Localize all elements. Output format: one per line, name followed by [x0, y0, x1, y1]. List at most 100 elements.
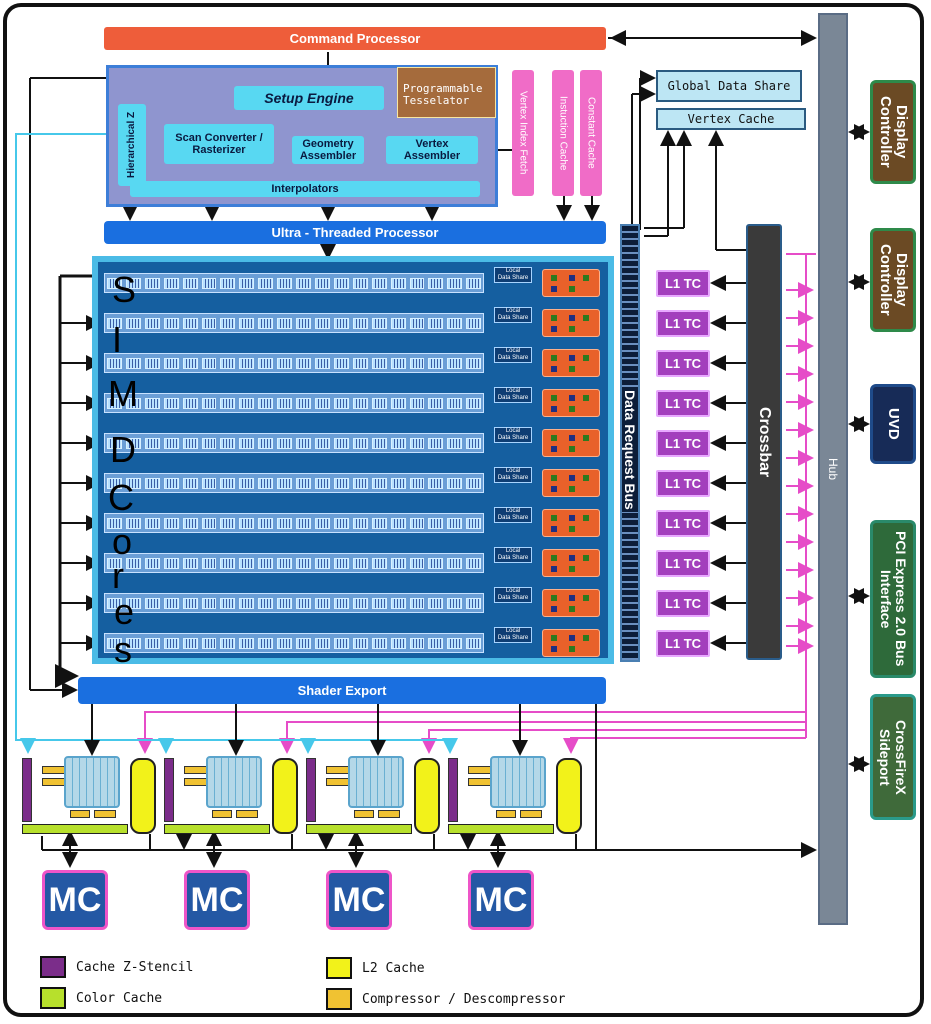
- stream-core: [107, 477, 122, 489]
- texture-unit-block: [551, 486, 557, 492]
- l2-cache: [414, 758, 440, 834]
- texture-unit-block: [569, 275, 575, 281]
- stream-core: [447, 397, 463, 409]
- stream-core: [447, 277, 463, 289]
- geometry-assembler-label: Geometry Assembler: [299, 138, 357, 162]
- compressor: [212, 810, 232, 818]
- stream-core: [371, 557, 387, 569]
- stream-core: [409, 277, 425, 289]
- vertex-index-fetch: Vertex Index Fetch: [512, 70, 534, 196]
- l1-texture-cache: L1 TC: [656, 510, 710, 537]
- scan-converter-label: Scan Converter / Rasterizer: [175, 132, 263, 156]
- texture-unit-block: [569, 326, 575, 332]
- legend-z-stencil-swatch: [40, 956, 66, 978]
- stream-core: [390, 557, 406, 569]
- stream-core: [277, 477, 293, 489]
- texture-unit-block: [551, 555, 557, 561]
- stream-core: [314, 397, 330, 409]
- stream-core: [466, 637, 482, 649]
- stream-core: [371, 597, 387, 609]
- stream-core: [220, 317, 236, 329]
- stream-core: [390, 597, 406, 609]
- texture-unit-block: [569, 355, 575, 361]
- stream-core: [125, 557, 141, 569]
- stream-core: [125, 517, 141, 529]
- local-data-share: Local Data Share: [494, 307, 532, 323]
- simd-row: [104, 273, 484, 293]
- l1-texture-cache: L1 TC: [656, 350, 710, 377]
- local-data-share: Local Data Share: [494, 507, 532, 523]
- texture-unit-block: [551, 446, 557, 452]
- stream-core: [409, 437, 425, 449]
- command-processor-label: Command Processor: [289, 31, 421, 46]
- data-request-bus: Data Request Bus: [620, 360, 640, 540]
- simd-letter: r: [112, 555, 124, 596]
- color-cache: [306, 824, 412, 834]
- stream-core: [220, 397, 236, 409]
- render-backend: [348, 756, 404, 808]
- texture-unit-block: [569, 286, 575, 292]
- l2-cache: [130, 758, 156, 834]
- stream-core: [371, 397, 387, 409]
- stream-core: [371, 637, 387, 649]
- stream-core: [182, 557, 198, 569]
- texture-unit: [542, 629, 600, 657]
- stream-core: [239, 557, 255, 569]
- render-backend: [64, 756, 120, 808]
- geometry-assembler: Geometry Assembler: [292, 136, 364, 164]
- stream-core: [352, 557, 368, 569]
- stream-core: [125, 357, 141, 369]
- stream-core: [201, 517, 217, 529]
- stream-core: [466, 557, 482, 569]
- stream-core: [182, 437, 198, 449]
- stream-core: [447, 437, 463, 449]
- legend-z-stencil: Cache Z-Stencil: [40, 956, 193, 978]
- stream-core: [107, 437, 122, 449]
- stream-core: [466, 317, 482, 329]
- compressor: [354, 810, 374, 818]
- stream-core: [201, 477, 217, 489]
- stream-core: [352, 437, 368, 449]
- stream-core: [466, 437, 482, 449]
- uvd-label: UVD: [885, 408, 902, 440]
- stream-core: [409, 557, 425, 569]
- color-cache: [164, 824, 270, 834]
- z-stencil-cache: [22, 758, 32, 822]
- local-data-share: Local Data Share: [494, 467, 532, 483]
- stream-core: [314, 637, 330, 649]
- stream-core: [371, 277, 387, 289]
- memory-controller: MC: [184, 870, 250, 930]
- stream-core: [201, 597, 217, 609]
- texture-unit-block: [583, 395, 589, 401]
- texture-unit-block: [551, 315, 557, 321]
- stream-core: [447, 477, 463, 489]
- color-cache: [448, 824, 554, 834]
- stream-core: [182, 517, 198, 529]
- stream-core: [352, 397, 368, 409]
- legend-compressor-swatch: [326, 988, 352, 1010]
- stream-core: [220, 437, 236, 449]
- stream-core: [258, 437, 274, 449]
- vertex-index-fetch-label: Vertex Index Fetch: [517, 91, 529, 175]
- l2-cache: [272, 758, 298, 834]
- texture-unit-block: [569, 486, 575, 492]
- crossbar-label: Crossbar: [756, 406, 773, 478]
- stream-core: [333, 477, 349, 489]
- stream-core: [352, 277, 368, 289]
- stream-core: [296, 357, 311, 369]
- stream-core: [447, 517, 463, 529]
- texture-unit-block: [569, 435, 575, 441]
- stream-core: [239, 517, 255, 529]
- stream-core: [125, 637, 141, 649]
- stream-core: [371, 357, 387, 369]
- memory-controller: MC: [42, 870, 108, 930]
- stream-core: [296, 597, 311, 609]
- texture-unit-block: [583, 595, 589, 601]
- stream-core: [466, 397, 482, 409]
- stream-core: [333, 277, 349, 289]
- legend-z-stencil-label: Cache Z-Stencil: [76, 959, 194, 975]
- stream-core: [277, 597, 293, 609]
- stream-core: [296, 477, 311, 489]
- stream-core: [258, 397, 274, 409]
- vertex-assembler-label: Vertex Assembler: [403, 138, 461, 162]
